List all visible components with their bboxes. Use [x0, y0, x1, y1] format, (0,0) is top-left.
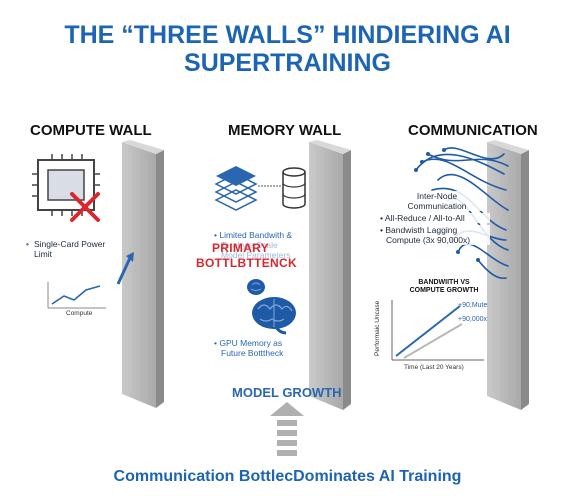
- comm-bullet-2-line2: Compute (3x 90,000x): [386, 235, 471, 245]
- database-icon: [282, 167, 306, 209]
- footer-text: Communication BottlecDominates AI Traini…: [113, 468, 462, 485]
- comm-chart-title: BANDWIITH VS COMPUTE GROWTH: [405, 279, 483, 295]
- comm-annot-2: +90,000x: [458, 316, 487, 323]
- comm-bullet-1: • All-Reduce / All-to-All: [380, 213, 490, 223]
- memory-wall-heading: MEMORY WALL: [228, 122, 342, 139]
- comm-annot-1: +90,Mute: [458, 302, 488, 309]
- compute-wall: [122, 140, 164, 408]
- title-line-1: THE “THREE WALLS” HINDIERING AI: [64, 21, 511, 49]
- comm-chart-xlabel: Time (Last 20 Years): [404, 364, 464, 371]
- cpu-chip-icon: [32, 154, 100, 216]
- model-growth-label: MODEL GROWTH: [232, 385, 342, 400]
- memory-bullet-2-line2: Future Botttheck: [221, 348, 284, 358]
- memory-bullet-2: • GPU Memory as Future Botttheck: [214, 338, 314, 358]
- communication-wall: [487, 140, 529, 410]
- title-line-2: SUPERTRAINING: [184, 49, 391, 77]
- compute-chart-xlabel: Compute: [66, 310, 93, 317]
- upward-arrow-icon: [270, 402, 304, 456]
- memory-bullet-2-line1: • GPU Memory as: [214, 338, 283, 348]
- comm-intro-line1: Inter-Node: [416, 191, 458, 201]
- compute-growth-line: [395, 305, 461, 357]
- communication-heading: COMMUNICATION: [408, 122, 538, 139]
- red-x-icon: [70, 192, 100, 222]
- primary-bottleneck-line1: PRIMARY: [212, 241, 269, 255]
- memory-bullet-1: • Limited Bandwith & Terabyte-Scale Mode…: [214, 230, 314, 260]
- stacked-layers-icon: [214, 166, 258, 211]
- compute-bullet-text: Single-Card Power Limit: [34, 239, 106, 259]
- bandwidth-growth-line: [403, 323, 463, 359]
- comm-intro: Inter-Node Communication: [393, 191, 481, 211]
- memory-wall: [309, 140, 351, 410]
- memory-icons: [214, 166, 306, 211]
- memory-bullet-1-faded2: Model Parameters: [221, 250, 291, 260]
- compute-mini-chart: [47, 282, 106, 309]
- comm-bullet-2: • Bandwisth Lagging Compute (3x 90,000x): [380, 225, 490, 245]
- brain-icon: [247, 279, 296, 335]
- compute-bullet: • Single-Card Power Limit: [26, 239, 116, 259]
- comm-chart-ylabel: Performaic Uncase: [374, 300, 381, 356]
- compute-wall-heading: COMPUTE WALL: [30, 122, 152, 139]
- comm-chart-title-line2: COMPUTE GROWTH: [409, 287, 479, 294]
- up-arrow-icon: [116, 252, 134, 285]
- comm-growth-chart: [391, 300, 484, 361]
- comm-bullet-2-line1: • Bandwisth Lagging: [380, 225, 458, 235]
- comm-chart-title-line1: BANDWIITH VS: [418, 279, 470, 286]
- memory-bullet-1-faded1: Terabyte-Scale: [221, 240, 278, 250]
- primary-bottleneck-line2: BOTTLBTTENCK: [196, 256, 297, 270]
- comm-intro-line2: Communication: [407, 201, 467, 211]
- memory-bullet-1-line1: • Limited Bandwith &: [214, 230, 293, 240]
